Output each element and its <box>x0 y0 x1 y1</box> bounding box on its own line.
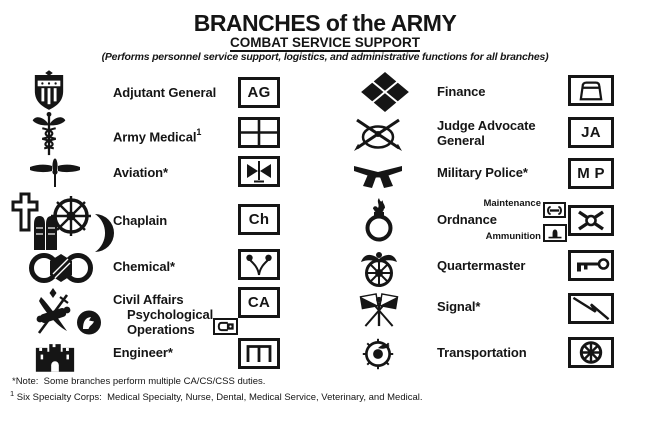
transportation-ship-wheel-icon <box>362 338 394 370</box>
branch-symbol-box-finance <box>568 75 614 106</box>
footnote-one-text: Six Specialty Corps: Medical Specialty, … <box>14 392 423 404</box>
footnote-asterisk: *Note: Some branches perform multiple CA… <box>12 376 266 387</box>
footnote-one: 1 Six Specialty Corps: Medical Specialty… <box>10 389 423 403</box>
branch-label-adjutant-general: Adjutant General <box>113 85 217 100</box>
civil-affairs-icon <box>36 288 71 334</box>
branch-code-text: JA <box>581 124 601 141</box>
branch-symbol-box-ordnance <box>568 205 614 236</box>
branch-code-text: M P <box>577 165 605 182</box>
sublabel-ammunition: Ammunition <box>485 231 541 242</box>
ordnance-cross-circle-symbol-icon <box>578 210 604 231</box>
ammunition-symbol-box <box>543 224 567 242</box>
military-police-crossed-pistols-icon <box>354 166 402 188</box>
branch-label-signal: Signal* <box>437 299 481 314</box>
branch-symbol-box-chaplain: Ch <box>238 204 280 235</box>
branch-symbol-box-civil-affairs: CA <box>238 287 280 318</box>
branch-label-civil-affairs: Civil Affairs <box>113 292 184 307</box>
branch-code-text: Ch <box>248 211 270 228</box>
label-line-1: Psychological <box>127 307 214 322</box>
branch-symbol-box-chemical <box>238 249 280 280</box>
branch-symbol-box-army-medical <box>238 117 280 148</box>
branch-symbol-box-quartermaster <box>568 250 614 281</box>
subtitle-text: COMBAT SERVICE SUPPORT <box>229 35 421 52</box>
ordnance-flaming-bomb-icon <box>365 198 393 242</box>
aviation-winged-propeller-icon <box>30 158 80 187</box>
chaplain-faith-symbols-icon <box>11 192 114 252</box>
branch-label-chaplain: Chaplain <box>113 213 168 228</box>
page-tagline: (Performs personnel service support, log… <box>101 51 549 63</box>
branch-symbol-box-signal <box>568 293 614 324</box>
branch-symbol-box-aviation <box>238 156 280 187</box>
branch-label-aviation: Aviation* <box>113 165 168 180</box>
branch-label-chemical: Chemical* <box>113 259 175 274</box>
wrench-symbol-icon <box>547 205 562 215</box>
propeller-symbol-icon <box>247 161 271 183</box>
medical-caduceus-icon <box>32 111 66 156</box>
branch-label-text: Army Medical <box>113 129 197 145</box>
label-line-2: Operations <box>127 322 195 337</box>
quartermaster-eagle-wheel-icon <box>361 252 397 287</box>
branch-code-text: CA <box>247 294 271 311</box>
branch-label-judge-advocate-general: Judge Advocate General <box>437 118 536 148</box>
spoked-wheel-symbol-icon <box>579 341 603 364</box>
branch-label-quartermaster: Quartermaster <box>437 258 526 273</box>
key-symbol-icon <box>577 258 610 272</box>
psyop-emblem-icon <box>77 310 101 335</box>
chemical-retorts-icon <box>29 253 93 283</box>
maintenance-symbol-box <box>543 202 566 218</box>
page-subtitle: COMBAT SERVICE SUPPORT <box>0 35 650 52</box>
branch-label-military-police: Military Police* <box>437 165 528 180</box>
label-line-2: General <box>437 133 485 148</box>
signal-crossed-flags-icon <box>359 293 399 327</box>
branch-label-engineer: Engineer* <box>113 345 173 360</box>
branch-label-ordnance: Ordnance <box>437 212 497 227</box>
judge-advocate-crossed-pen-sword-icon <box>354 118 402 151</box>
branch-symbol-box-engineer <box>238 338 280 369</box>
branch-symbol-box-military-police: M P <box>568 158 614 189</box>
branch-symbol-box-transportation <box>568 337 614 368</box>
footnote-one-marker: 1 <box>10 389 15 398</box>
branch-symbol-box-judge-advocate: JA <box>568 117 614 148</box>
branch-code-text: AG <box>247 84 271 101</box>
money-pouch-symbol-icon <box>579 81 603 101</box>
page-title: BRANCHES of the ARMY <box>193 10 457 36</box>
branch-label-finance: Finance <box>437 84 486 99</box>
branch-symbol-box-adjutant-general: AG <box>238 77 280 108</box>
adjutant-general-shield-icon <box>34 70 64 110</box>
lightning-bolt-symbol-icon <box>572 296 610 321</box>
bullet-symbol-icon <box>548 228 562 238</box>
finance-diamond-icon <box>361 71 409 113</box>
crossed-retorts-symbol-icon <box>246 254 272 276</box>
label-line-1: Judge Advocate <box>437 118 536 133</box>
sublabel-maintenance: Maintenance <box>483 198 541 209</box>
engineer-castle-icon <box>35 344 75 372</box>
branch-label-psychological-operations: Psychological Operations <box>127 307 213 337</box>
branch-label-transportation: Transportation <box>437 345 527 360</box>
loudspeaker-symbol-icon <box>217 321 234 332</box>
medical-cross-symbol-icon <box>241 120 277 145</box>
psyop-symbol-box <box>213 318 238 335</box>
castle-gate-symbol-icon <box>246 345 272 362</box>
branch-label-army-medical: Army Medical1 <box>113 126 201 144</box>
footnote-marker-superscript: 1 <box>196 127 202 137</box>
